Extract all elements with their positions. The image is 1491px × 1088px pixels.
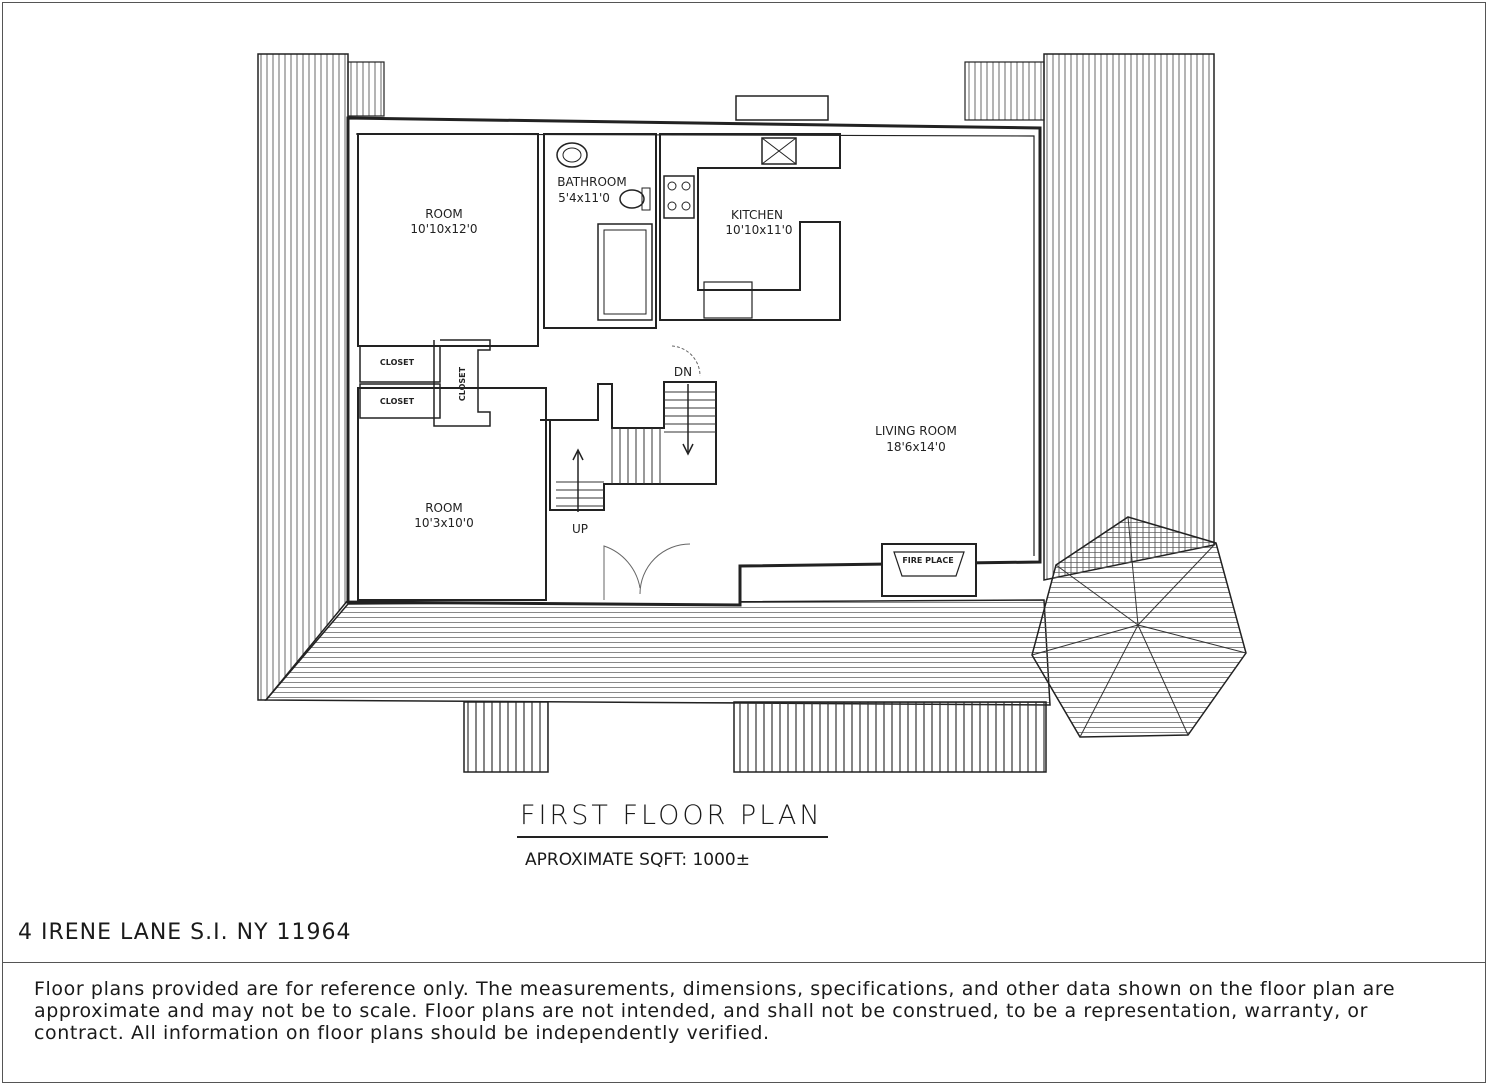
bottom-step-right <box>733 701 1047 773</box>
house-outline <box>346 116 1042 607</box>
room1-name: ROOM <box>425 207 463 221</box>
stairs-up-label: UP <box>572 522 588 536</box>
room1-walls <box>357 133 539 347</box>
fireplace <box>881 543 977 597</box>
toilet <box>619 189 645 209</box>
left-deck <box>257 53 349 701</box>
floor-plan-drawing: ROOM 10'10x12'0 BATHROOM 5'4x11'0 KITCHE… <box>257 53 1247 773</box>
bathroom-size: 5'4x11'0 <box>558 191 610 205</box>
top-window-bay <box>735 95 829 121</box>
room2-walls <box>357 387 547 601</box>
living-room-size: 18'6x14'0 <box>886 440 946 454</box>
room2-size: 10'3x10'0 <box>414 516 474 530</box>
bathroom-name: BATHROOM <box>557 175 626 189</box>
sink <box>556 142 588 168</box>
disclaimer-text: Floor plans provided are for reference o… <box>34 978 1396 1044</box>
approx-sqft: APROXIMATE SQFT: 1000± <box>525 850 750 870</box>
kitchen-size: 10'10x11'0 <box>725 223 792 237</box>
plan-title: FIRST FLOOR PLAN <box>520 800 823 831</box>
fridge <box>703 281 753 319</box>
closet-b <box>359 383 441 419</box>
bathroom-walls <box>543 133 657 329</box>
living-room-name: LIVING ROOM <box>875 424 957 438</box>
property-address: 4 IRENE LANE S.I. NY 11964 <box>18 920 352 945</box>
closet-label-c: CLOSET <box>458 366 467 401</box>
closet-label-b: CLOSET <box>380 397 415 406</box>
kitchen-name: KITCHEN <box>731 208 783 222</box>
stove <box>663 175 695 219</box>
bottom-step-left <box>463 701 549 773</box>
right-deck <box>1043 53 1215 581</box>
bottom-deck <box>264 599 1051 706</box>
stairs-down-label: DN <box>674 365 692 379</box>
kitchen-counters <box>659 133 841 321</box>
closet-c <box>433 339 491 427</box>
stairs <box>540 381 717 512</box>
right-deck-step <box>964 61 1045 121</box>
closet-a <box>359 345 441 383</box>
room1-size: 10'10x12'0 <box>410 222 477 236</box>
kitchen-sink <box>761 137 797 165</box>
room2-name: ROOM <box>425 501 463 515</box>
entry-door <box>603 545 641 600</box>
bathtub <box>597 223 653 321</box>
disclaimer-box <box>2 962 1486 1083</box>
left-deck-step <box>347 61 385 117</box>
fireplace-label: FIRE PLACE <box>902 556 953 565</box>
title-underline <box>517 836 828 838</box>
closet-label-a: CLOSET <box>380 358 415 367</box>
gazebo <box>1031 516 1247 738</box>
